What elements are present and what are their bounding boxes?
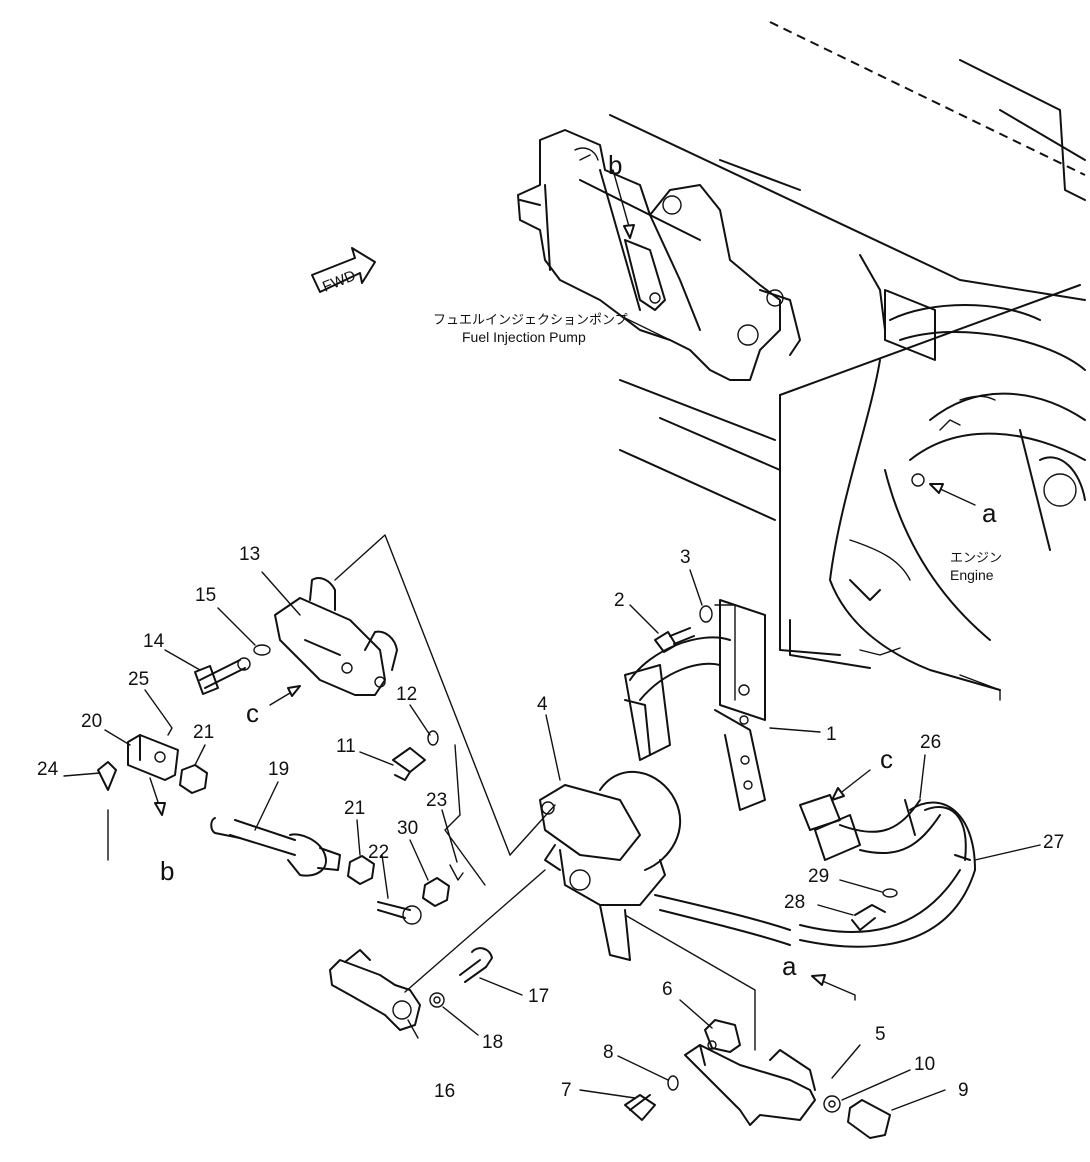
small-fasteners: [194, 644, 486, 925]
callout-28: 28: [784, 892, 805, 913]
callout-9: 9: [958, 1080, 969, 1101]
bracket-part-1: [624, 599, 766, 811]
fwd-arrow: FWD: [311, 247, 376, 296]
ref-letter-b-pump: b: [608, 150, 622, 180]
callout-21a: 21: [193, 722, 214, 743]
lever-part-5: [624, 888, 898, 1139]
callout-13: 13: [239, 544, 260, 565]
callout-25: 25: [128, 669, 149, 690]
callout-14: 14: [143, 631, 165, 652]
rod-assembly-part-19: [97, 717, 341, 877]
pump-caption-jp: フュエルインジェクションポンプ: [433, 313, 628, 328]
lever-part-16: [329, 869, 546, 1031]
governor-motor-part-4: [539, 771, 976, 961]
fastener-part-2-3: [654, 604, 736, 701]
callout-21b: 21: [344, 798, 365, 819]
callout-11: 11: [336, 736, 356, 757]
callout-7: 7: [561, 1080, 572, 1101]
callout-27: 27: [1043, 832, 1064, 853]
ref-letter-c-lever: c: [246, 698, 259, 728]
callout-24: 24: [37, 759, 59, 780]
callout-6: 6: [662, 979, 673, 1000]
callout-26: 26: [920, 732, 941, 753]
callout-23: 23: [426, 790, 447, 811]
callout-15: 15: [195, 585, 216, 606]
reference-arrows: [269, 483, 976, 801]
callout-2: 2: [614, 590, 625, 611]
connector-part-26: [799, 794, 976, 871]
callout-30: 30: [397, 818, 418, 839]
engine-caption-jp: エンジン: [950, 551, 1002, 566]
callout-29: 29: [808, 866, 829, 887]
ref-letter-a-lever: a: [782, 951, 797, 981]
lever-part-13: [274, 534, 556, 856]
fwd-label: FWD: [320, 267, 358, 296]
callout-20: 20: [81, 711, 102, 732]
fuel-injection-pump: [517, 129, 801, 381]
callout-4: 4: [537, 694, 548, 715]
callout-22: 22: [368, 842, 389, 863]
callout-18: 18: [482, 1032, 503, 1053]
callout-5: 5: [875, 1024, 886, 1045]
ref-letter-b-rod: b: [160, 856, 174, 886]
callout-leaders: [63, 569, 1041, 1111]
callout-19: 19: [268, 759, 289, 780]
engine-block: [579, 21, 1086, 701]
callout-16: 16: [434, 1081, 455, 1102]
callout-12: 12: [396, 684, 417, 705]
ref-letter-a-engine: a: [982, 498, 997, 528]
callout-3: 3: [680, 547, 691, 568]
engine-caption-en: Engine: [950, 567, 994, 583]
pump-caption-en: Fuel Injection Pump: [462, 329, 586, 345]
callout-17: 17: [528, 986, 549, 1007]
callout-8: 8: [603, 1042, 614, 1063]
callout-1: 1: [826, 724, 837, 745]
ref-letter-c-connector: c: [880, 744, 893, 774]
callout-10: 10: [914, 1054, 935, 1075]
